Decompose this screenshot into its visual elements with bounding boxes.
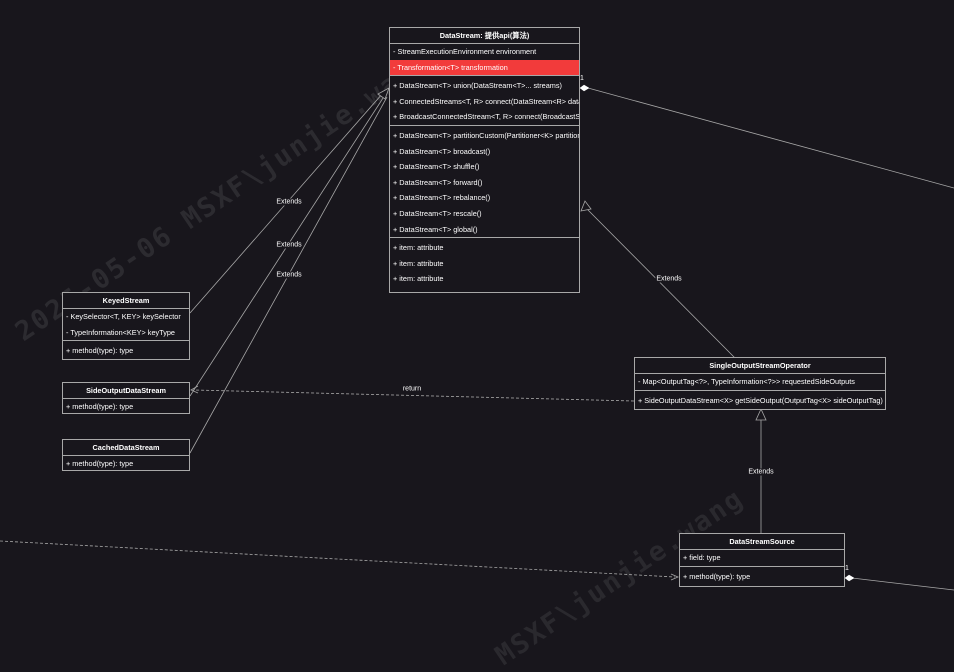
class-sideoutputdatastream[interactable]: SideOutputDataStream + method(type): typ… bbox=[62, 382, 190, 414]
generalization-arrowhead bbox=[755, 408, 767, 421]
class-method: + DataStream<T> partitionCustom(Partitio… bbox=[393, 130, 579, 140]
class-method: + BroadcastConnectedStream<T, R> connect… bbox=[393, 112, 579, 122]
class-divider bbox=[390, 124, 579, 126]
class-method: + DataStream<T> forward() bbox=[393, 177, 483, 187]
class-divider bbox=[635, 389, 885, 391]
class-divider bbox=[390, 75, 579, 77]
class-title: SideOutputDataStream bbox=[63, 383, 189, 399]
class-method: + method(type): type bbox=[66, 459, 134, 468]
class-attribute: + item: attribute bbox=[393, 243, 444, 253]
class-title: CachedDataStream bbox=[63, 440, 189, 456]
class-field-highlighted: - Transformation<T> transformation bbox=[390, 59, 579, 76]
class-datastreamsource[interactable]: DataStreamSource + field: type + method(… bbox=[679, 533, 845, 587]
class-method: + method(type): type bbox=[66, 346, 134, 356]
class-title: DataStreamSource bbox=[680, 534, 844, 550]
class-divider bbox=[680, 565, 844, 567]
edge-composition-bottom bbox=[851, 577, 954, 591]
return-label: return bbox=[401, 385, 423, 393]
multiplicity-label: 1 bbox=[845, 565, 849, 572]
class-method: + DataStream<T> union(DataStream<T>... s… bbox=[393, 81, 562, 91]
class-method: + SideOutputDataStream<X> getSideOutput(… bbox=[638, 395, 883, 405]
class-method: + DataStream<T> shuffle() bbox=[393, 162, 480, 172]
class-method: + method(type): type bbox=[683, 571, 751, 581]
class-title: DataStream: 提供api(算法) bbox=[390, 28, 579, 44]
class-divider bbox=[390, 237, 579, 239]
class-singleoutputstreamoperator[interactable]: SingleOutputStreamOperator - Map<OutputT… bbox=[634, 357, 886, 410]
return-arrowhead bbox=[190, 385, 199, 394]
class-title: SingleOutputStreamOperator bbox=[635, 358, 885, 374]
extends-label-keyed: Extends bbox=[275, 198, 303, 206]
generalization-arrowhead bbox=[377, 87, 390, 100]
class-method: + ConnectedStreams<T, R> connect(DataStr… bbox=[393, 96, 579, 106]
extends-label-sideoutput: Extends bbox=[275, 241, 303, 249]
dependency-arrowhead bbox=[670, 573, 680, 581]
generalization-arrowhead bbox=[580, 200, 592, 212]
extends-label-source: Extends bbox=[747, 468, 775, 476]
extends-label-cached: Extends bbox=[275, 271, 303, 279]
edge-dependency-source bbox=[0, 540, 676, 578]
class-field: - StreamExecutionEnvironment environment bbox=[393, 47, 537, 56]
class-field: - KeySelector<T, KEY> keySelector bbox=[66, 312, 181, 321]
class-field: - TypeInformation<KEY> keyType bbox=[66, 327, 175, 337]
class-method: + DataStream<T> rebalance() bbox=[393, 193, 491, 203]
composition-diamond bbox=[579, 84, 590, 92]
class-field: - Map<OutputTag<?>, TypeInformation<?>> … bbox=[638, 377, 855, 386]
class-attribute: + item: attribute bbox=[393, 274, 444, 284]
edge-composition-top bbox=[587, 87, 954, 189]
class-title: KeyedStream bbox=[63, 293, 189, 309]
class-attribute: + item: attribute bbox=[393, 258, 444, 268]
class-cacheddatastream[interactable]: CachedDataStream + method(type): type bbox=[62, 439, 190, 471]
class-keyedstream[interactable]: KeyedStream - KeySelector<T, KEY> keySel… bbox=[62, 292, 190, 360]
edge-return bbox=[192, 389, 635, 402]
class-method: + DataStream<T> broadcast() bbox=[393, 146, 491, 156]
multiplicity-label: 1 bbox=[580, 75, 584, 82]
class-datastream[interactable]: DataStream: 提供api(算法) - StreamExecutionE… bbox=[389, 27, 580, 293]
extends-label-single: Extends bbox=[655, 275, 683, 283]
class-field: + field: type bbox=[683, 553, 721, 562]
class-divider bbox=[63, 340, 189, 342]
class-method: + method(type): type bbox=[66, 402, 134, 411]
class-method: + DataStream<T> rescale() bbox=[393, 208, 482, 218]
composition-diamond bbox=[844, 574, 855, 582]
class-method: + DataStream<T> global() bbox=[393, 224, 478, 234]
edge-single-extends bbox=[584, 206, 736, 359]
